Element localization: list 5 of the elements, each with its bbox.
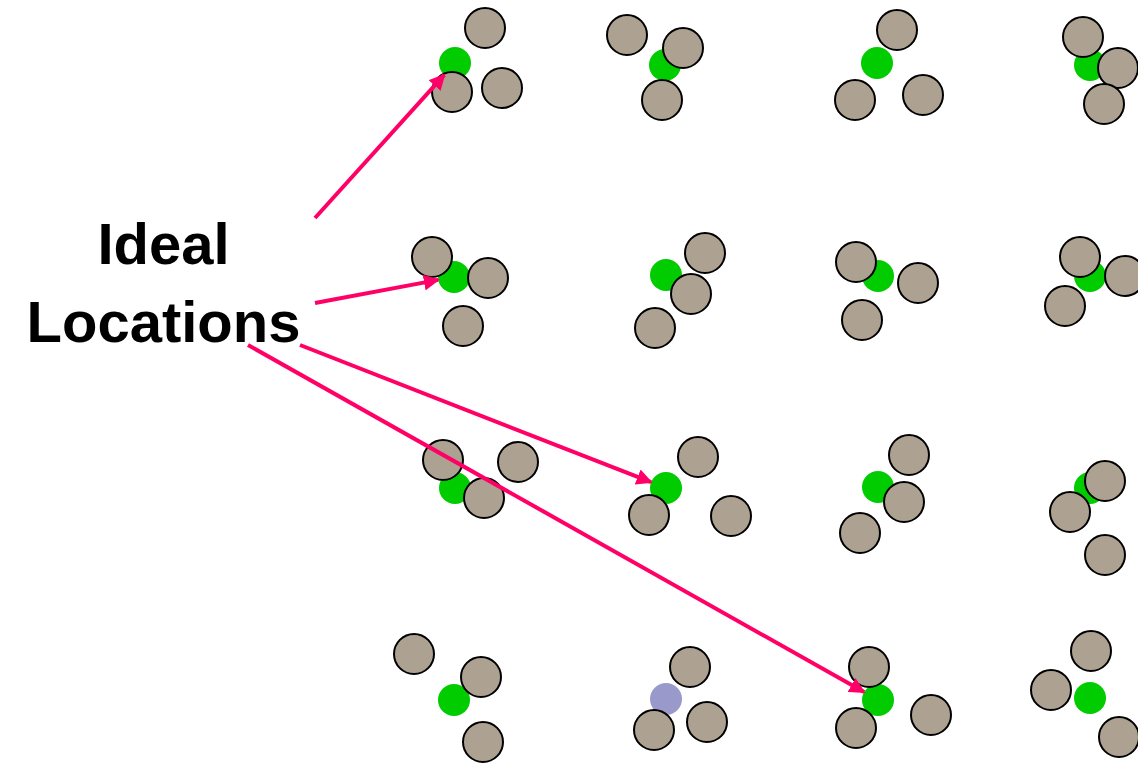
arrow bbox=[313, 73, 446, 220]
callout-label: Ideal Locations bbox=[12, 205, 315, 345]
arrow bbox=[314, 274, 440, 305]
arrow bbox=[247, 343, 866, 694]
arrow bbox=[299, 343, 653, 485]
